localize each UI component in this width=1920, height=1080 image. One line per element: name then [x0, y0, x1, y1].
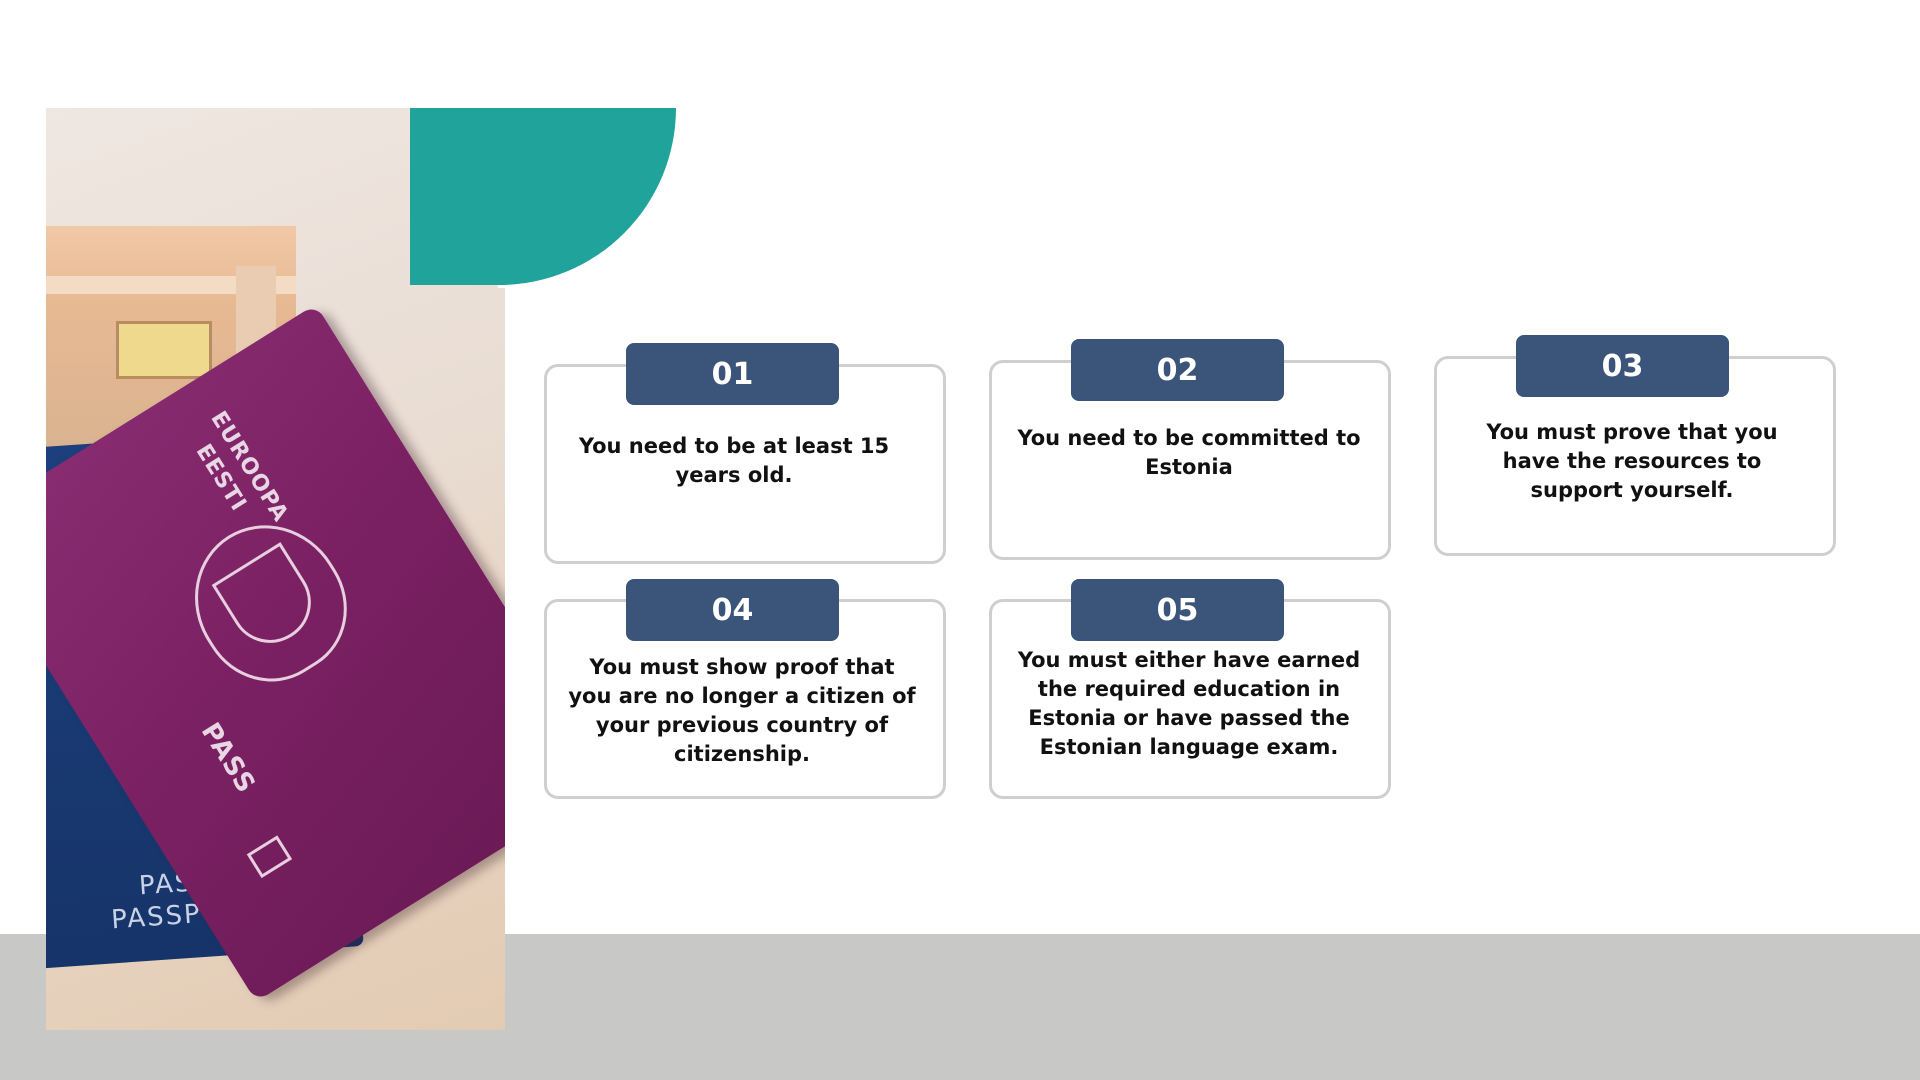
requirement-text: You need to be at least 15 years old.	[578, 434, 890, 487]
teal-quarter-circle	[410, 108, 676, 285]
requirement-text: You need to be committed to Estonia	[1017, 426, 1361, 479]
biometric-chip-icon	[246, 835, 293, 879]
requirement-text: You must prove that you have the resourc…	[1486, 420, 1778, 502]
requirement-number-badge: 02	[1071, 339, 1284, 401]
requirement-text: You must either have earned the required…	[1017, 648, 1361, 759]
banknote-window	[116, 321, 212, 379]
requirement-number-badge: 01	[626, 343, 839, 405]
coat-of-arms-icon	[166, 497, 373, 707]
requirement-text: You must show proof that you are no long…	[568, 655, 916, 766]
passport-pass-text: PASS	[194, 717, 262, 799]
requirement-number-badge: 05	[1071, 579, 1284, 641]
banknote-stripe	[46, 276, 296, 294]
requirement-number-badge: 04	[626, 579, 839, 641]
requirement-number-badge: 03	[1516, 335, 1729, 397]
